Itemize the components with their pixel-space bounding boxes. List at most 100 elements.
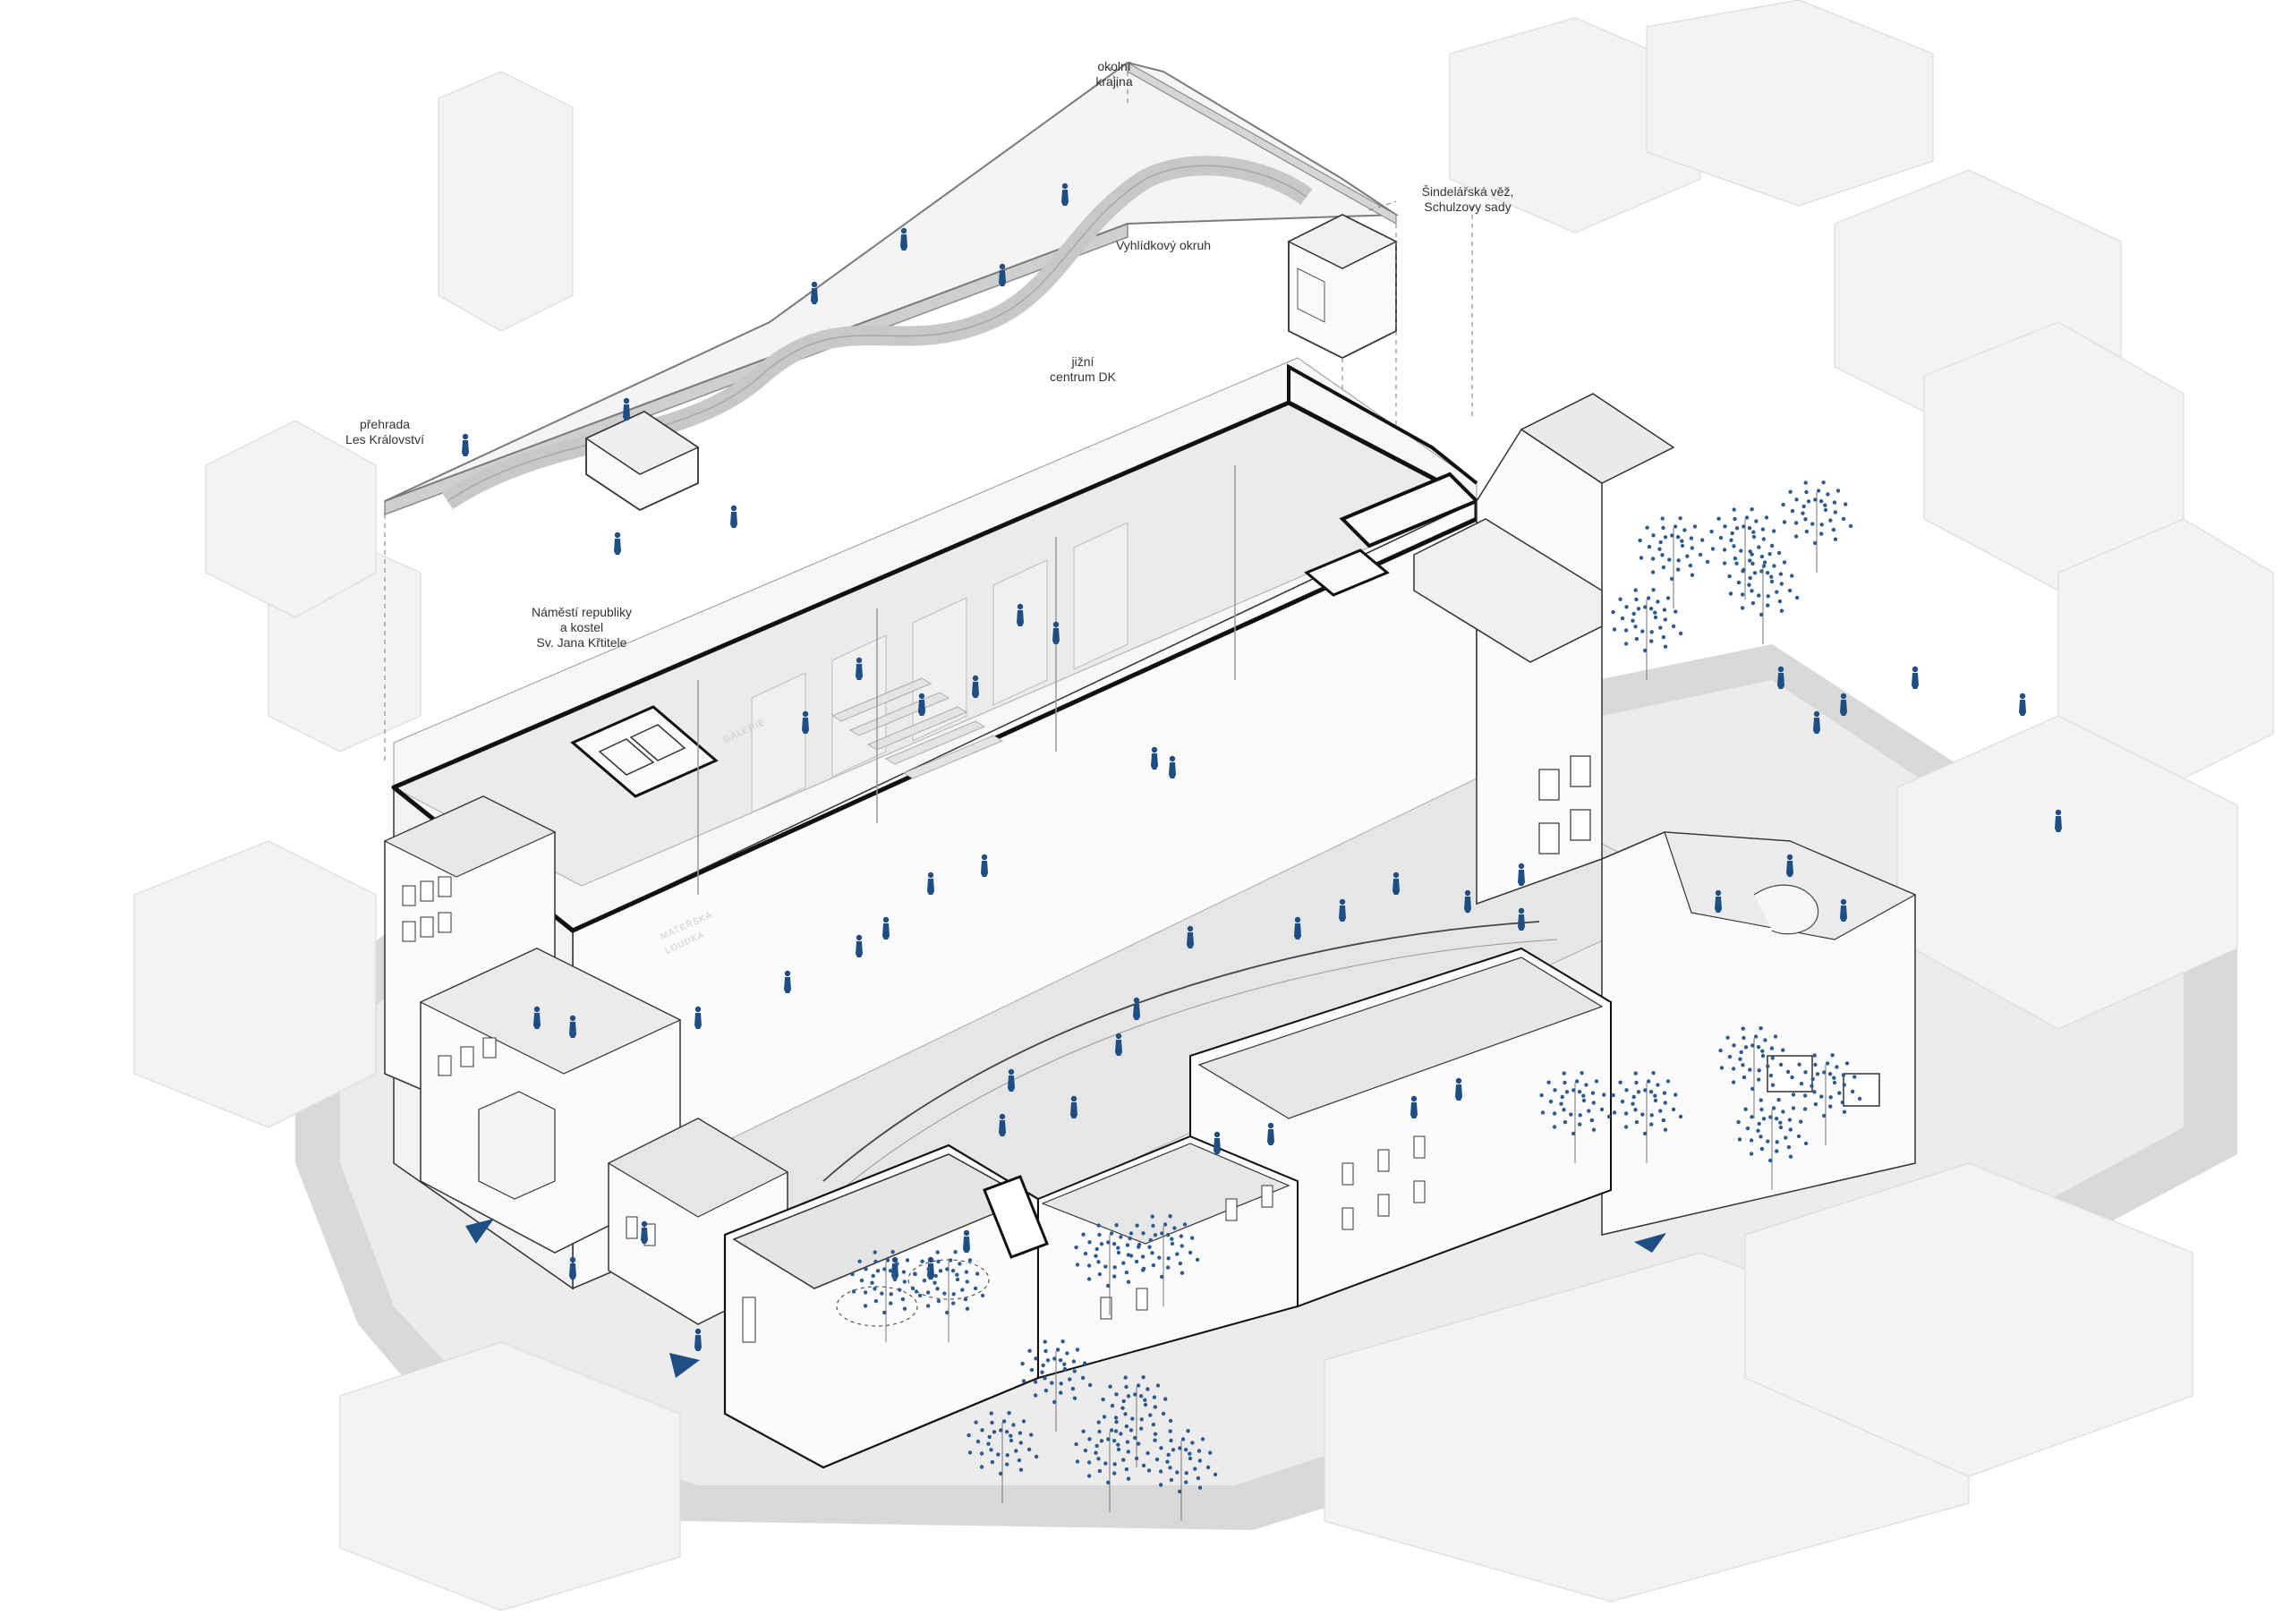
person-figure-icon [963,1229,970,1253]
dotted-tree-icon [1074,1223,1146,1315]
person-figure-icon [918,693,925,716]
person-figure-icon [1169,755,1176,778]
dotted-tree-icon [1611,1071,1683,1163]
label-line: Schulzovy sady [1424,200,1512,214]
dotted-tree-icon [967,1411,1039,1503]
person-figure-icon [882,916,890,940]
trees [850,480,1862,1521]
dotted-tree-icon [1736,1098,1809,1190]
courtyard-block [1601,831,1917,1236]
person-figure-icon [972,675,979,698]
person-figure-icon [1008,1068,1015,1092]
person-figure-icon [900,227,907,251]
dotted-tree-icon [1074,1420,1146,1512]
dotted-tree-icon [913,1250,985,1342]
person-figure-icon [1294,916,1301,940]
person-figure-icon [1339,898,1346,922]
dotted-tree-icon [1709,507,1782,599]
person-figure-icon [1464,889,1471,913]
triangle-arrow-icon [465,1219,494,1244]
person-figure-icon [569,1015,576,1038]
person-figure-icon [856,657,863,680]
dotted-tree-icon [1611,588,1683,680]
person-figure-icon [1518,863,1525,886]
label-line: Sv. Jana Křtitele [536,635,627,650]
person-figure-icon [1052,621,1060,644]
dotted-tree-icon [1020,1339,1093,1432]
person-figure-icon [1214,1131,1221,1154]
person-figure-icon [856,934,863,957]
person-figure-icon [1840,693,1847,716]
person-figure-icon [1267,1122,1274,1145]
label-sindelarska-vez: Šindelářská věž, Schulzovy sady [1396,184,1539,215]
dotted-tree-icon [1146,1429,1218,1521]
person-figure-icon [1017,603,1024,626]
person-figure-icon [1392,872,1400,895]
dotted-tree-icon [1790,1053,1862,1145]
label-line: krajina [1095,74,1133,89]
person-figure-icon [694,1006,702,1029]
label-line: přehrada [359,417,411,431]
label-namesti: Náměstí republiky a kostel Sv. Jana Křti… [519,605,644,650]
person-figure-icon [569,1256,576,1280]
person-figure-icon [1070,1095,1077,1118]
person-figure-icon [1813,710,1820,734]
person-figure-icon [1715,889,1722,913]
person-figure-icon [641,1220,648,1244]
dotted-tree-icon [1781,480,1853,573]
label-line: Vyhlídkový okruh [1115,238,1212,252]
front-houses [723,947,1612,1469]
label-line: centrum DK [1050,370,1116,384]
person-figure-icon [623,397,630,421]
person-figure-icon [927,872,934,895]
person-figure-icon [811,281,818,304]
person-figure-icon [1410,1095,1418,1118]
person-figure-icon [1133,997,1140,1020]
label-line: Les Království [345,432,424,446]
label-line: Šindelářská věž, [1421,184,1514,199]
middle-block [1413,393,1675,906]
label-okolni-krajina: okolní krajina [1074,59,1154,89]
label-prehrada: přehrada Les Království [322,417,447,447]
person-figure-icon [533,1006,541,1029]
dotted-tree-icon [1128,1214,1200,1306]
person-figure-icon [981,854,988,877]
person-figure-icon [784,970,791,993]
person-figure-icon [1151,746,1158,769]
label-vyhlidkovy-okruh: Vyhlídkový okruh [1101,238,1226,253]
person-figure-icon [1061,183,1069,206]
person-figure-icon [999,263,1006,286]
person-figure-icon [1518,907,1525,931]
person-figure-icon [2055,809,2062,832]
person-figure-icon [1840,898,1847,922]
person-figure-icon [462,433,469,456]
triangle-arrow-icon [669,1353,700,1378]
person-figure-icon [1187,925,1194,948]
person-figure-icon [999,1113,1006,1136]
person-figure-icon [730,505,737,528]
dotted-tree-icon [1718,1026,1791,1118]
person-figure-icon [1912,666,1919,689]
person-figure-icon [1777,666,1784,689]
person-figure-icon [1455,1077,1462,1101]
dotted-tree-icon [1638,516,1710,608]
roof-terrace [384,61,1400,516]
person-figure-icon [1786,854,1793,877]
label-line: a kostel [559,620,604,634]
label-line: jižní [1071,354,1094,369]
label-line: Náměstí republiky [531,605,633,619]
person-figure-icon [802,710,809,734]
context-buildings [133,0,2274,1611]
dotted-tree-icon [1727,552,1800,644]
label-jizni-centrum: jižní centrum DK [1029,354,1137,385]
person-figure-icon [614,531,621,555]
label-line: okolní [1097,59,1131,73]
dotted-tree-icon [1101,1375,1173,1467]
person-figure-icon [2019,693,2026,716]
entrance-markers [465,1219,1666,1378]
dotted-tree-icon [1539,1071,1612,1163]
person-figure-icon [1115,1033,1122,1056]
triangle-arrow-icon [1634,1233,1666,1253]
